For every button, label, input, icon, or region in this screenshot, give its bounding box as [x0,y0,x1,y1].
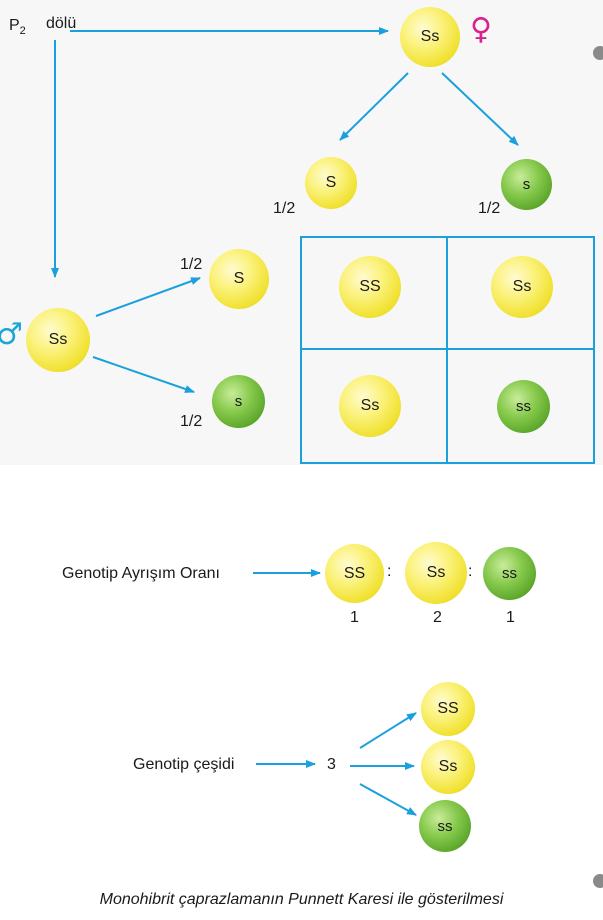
male-gamete-S: S [209,249,269,309]
arrow-female-to-S [339,72,409,141]
ratio-label: Genotip Ayrışım Oranı [62,565,220,582]
punnett-cell-SS: SS [339,256,401,318]
p2-suffix: dölü [46,15,77,32]
ratio-separator-1: : [387,563,392,580]
male-parent-ball: Ss [26,308,90,372]
female-gamete-s-ratio: 1/2 [478,200,501,217]
edge-marker-top [593,46,603,60]
ratio-count-SS: 1 [350,609,359,626]
variety-ball-ss: ss [419,800,471,852]
punnett-cell-ss: ss [497,380,550,433]
female-gamete-S: S [305,157,357,209]
male-gamete-s: s [212,375,265,428]
punnett-cell-Ss-top: Ss [491,256,553,318]
arrow-male-to-s [92,356,195,393]
punnett-cell-Ss-bottom: Ss [339,375,401,437]
variety-ball-Ss: Ss [421,740,475,794]
male-gamete-s-ratio: 1/2 [180,413,203,430]
ratio-count-Ss: 2 [433,609,442,626]
p2-letter: P [9,17,20,34]
p2-subscript: 2 [19,25,26,38]
arrow-variety-SS [359,712,417,749]
ratio-separator-2: : [468,563,473,580]
figure-caption: Monohibrit çaprazlamanın Punnett Karesi … [99,891,504,908]
p2-label: P2 [9,17,26,37]
female-gamete-S-ratio: 1/2 [273,200,296,217]
arrow-variety-ss [359,783,417,816]
variety-ball-SS: SS [421,682,475,736]
ratio-ball-Ss: Ss [405,542,467,604]
female-gamete-s: s [501,159,552,210]
male-gamete-S-ratio: 1/2 [180,256,203,273]
female-parent-ball: Ss [400,7,460,67]
female-symbol: ♀ [470,12,492,47]
male-symbol: ♂ [0,317,23,352]
arrow-female-to-s [441,72,519,146]
variety-label: Genotip çeşidi [133,756,235,773]
arrow-male-to-S [95,277,201,317]
edge-marker-bottom [593,874,603,888]
ratio-ball-SS: SS [325,544,384,603]
variety-count: 3 [327,756,336,773]
ratio-count-ss: 1 [506,609,515,626]
ratio-ball-ss: ss [483,547,536,600]
